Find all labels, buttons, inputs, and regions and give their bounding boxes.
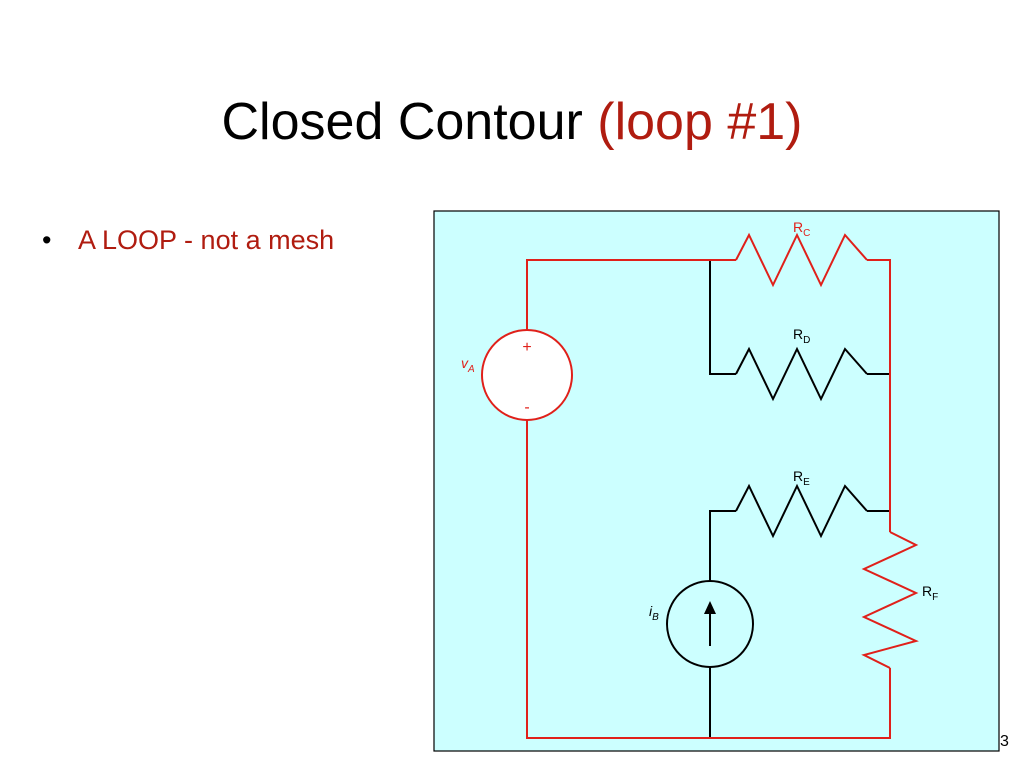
loop-wire-top-left: [526, 259, 736, 330]
loop-1-path: [481, 232, 919, 739]
resistor-rf: [861, 531, 919, 669]
slide-title: Closed Contour (loop #1): [0, 90, 1024, 154]
va-minus-sign: -: [524, 399, 529, 416]
label-va: vA: [461, 355, 475, 375]
page-number: 3: [1000, 733, 1009, 750]
bullet-list: • A LOOP - not a mesh: [42, 222, 334, 258]
loop-wire-bottom: [526, 420, 891, 739]
loop-wire-right: [867, 259, 891, 532]
wire-rd-left: [709, 260, 736, 375]
title-main: Closed Contour: [221, 93, 583, 151]
label-rd: RD: [793, 326, 810, 346]
arrow-up-icon: [704, 601, 716, 614]
label-re: RE: [793, 468, 810, 488]
circuit-wires: [666, 260, 890, 738]
label-rf: RF: [922, 583, 938, 603]
resistor-rc: [735, 232, 868, 288]
bullet-dot-icon: •: [42, 225, 52, 255]
resistor-re: [735, 483, 868, 539]
circuit-panel: [433, 210, 1000, 752]
bullet-item: • A LOOP - not a mesh: [42, 222, 334, 258]
va-plus-sign: +: [522, 339, 531, 356]
current-source-circle: [666, 580, 754, 668]
resistor-rd: [735, 346, 868, 402]
bullet-text: A LOOP - not a mesh: [78, 225, 335, 255]
label-rc: RC: [793, 219, 810, 239]
label-ib: iB: [649, 603, 659, 623]
voltage-source: [481, 329, 573, 421]
title-accent: (loop #1): [597, 93, 803, 151]
wire-re-left: [709, 510, 736, 581]
